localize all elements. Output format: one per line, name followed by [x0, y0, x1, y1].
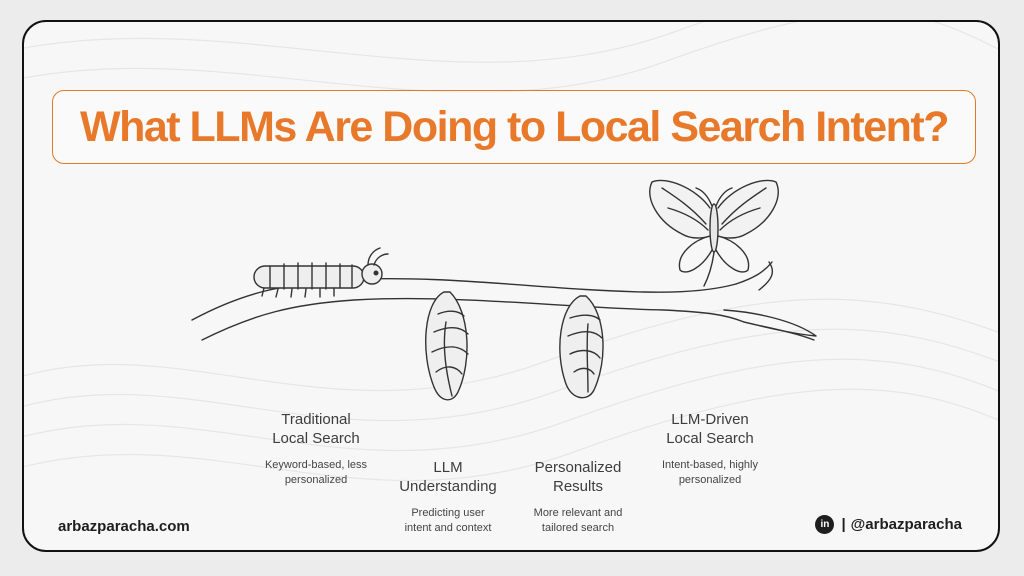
stage-llm-driven-local-search: LLM-Driven Local Search Intent-based, hi…: [644, 410, 776, 488]
title-box: What LLMs Are Doing to Local Search Inte…: [52, 90, 976, 164]
metamorphosis-illustration: [191, 179, 817, 401]
handle-text: @arbazparacha: [850, 516, 962, 533]
stage-personalized-results: Personalized Results More relevant and t…: [512, 458, 644, 536]
infographic-card: What LLMs Are Doing to Local Search Inte…: [22, 20, 1000, 552]
stage-description: Predicting user intent and context: [404, 507, 492, 534]
branch-illustration: [191, 261, 817, 341]
stage-description: More relevant and tailored search: [533, 507, 623, 534]
chrysalis-icon-2: [559, 295, 604, 399]
background-waves: [24, 22, 998, 482]
caterpillar-icon: [253, 247, 389, 298]
stage-description: Intent-based, highly personalized: [661, 459, 758, 486]
website-link[interactable]: arbazparacha.com: [58, 518, 190, 535]
butterfly-icon: [649, 179, 779, 287]
stage-description: Keyword-based, less personalized: [264, 459, 368, 486]
stage-title: Traditional Local Search: [272, 411, 360, 447]
stage-llm-understanding: LLM Understanding Predicting user intent…: [382, 458, 514, 536]
chrysalis-icon: [425, 291, 469, 401]
stage-title: LLM Understanding: [399, 459, 497, 495]
social-handle[interactable]: in | @arbazparacha: [815, 515, 962, 534]
stage-title: Personalized Results: [534, 459, 622, 495]
page-title: What LLMs Are Doing to Local Search Inte…: [80, 102, 950, 151]
stage-traditional-local-search: Traditional Local Search Keyword-based, …: [250, 410, 382, 488]
linkedin-icon: in: [815, 515, 835, 534]
stage-title: LLM-Driven Local Search: [666, 411, 754, 447]
separator: |: [841, 516, 846, 533]
